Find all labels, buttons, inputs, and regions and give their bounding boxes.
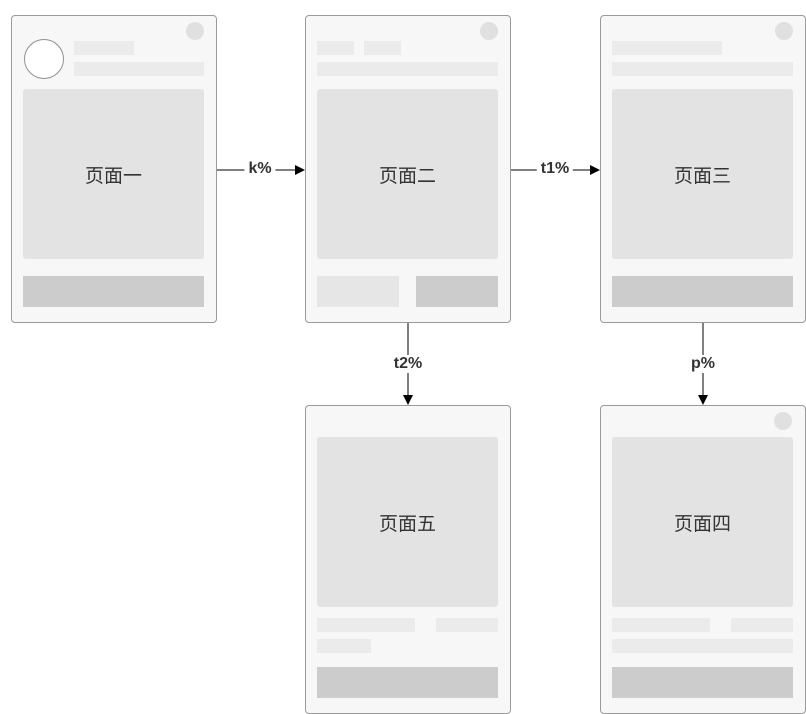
page-two-card: 页面二 — [305, 15, 511, 323]
page-five-card: 页面五 — [305, 405, 511, 714]
edge-label-k: k% — [244, 160, 276, 178]
page-three-card: 页面三 — [600, 15, 806, 323]
title-placeholder — [74, 41, 134, 55]
page-five-content: 页面五 — [317, 437, 498, 607]
text-placeholder — [317, 639, 371, 653]
page-two-label: 页面二 — [378, 164, 436, 187]
tab-placeholder — [364, 41, 401, 55]
page-one-button — [23, 276, 204, 307]
page-three-button — [612, 276, 793, 307]
page-three-label: 页面三 — [673, 164, 731, 187]
edge-label-t1: t1% — [536, 160, 574, 178]
page-one-label: 页面一 — [84, 164, 142, 187]
page-four-label: 页面四 — [673, 512, 731, 535]
text-placeholder — [612, 618, 710, 632]
edge-label-t2: t2% — [389, 355, 427, 373]
text-placeholder — [317, 618, 415, 632]
status-dot-icon — [774, 412, 792, 430]
page-four-card: 页面四 — [600, 405, 806, 714]
page-four-content: 页面四 — [612, 437, 793, 607]
subtitle-placeholder — [612, 62, 793, 76]
avatar-icon — [24, 39, 64, 79]
page-two-content: 页面二 — [317, 89, 498, 259]
status-dot-icon — [186, 22, 204, 40]
page-two-secondary-button — [317, 276, 399, 307]
page-three-content: 页面三 — [612, 89, 793, 259]
page-five-button — [317, 667, 498, 698]
tab-placeholder — [317, 41, 354, 55]
text-placeholder — [436, 618, 498, 632]
text-placeholder — [612, 639, 793, 653]
page-one-card: 页面一 — [11, 15, 217, 323]
page-four-button — [612, 667, 793, 698]
subtitle-placeholder — [74, 62, 204, 76]
page-two-primary-button — [416, 276, 498, 307]
text-placeholder — [731, 618, 793, 632]
page-five-label: 页面五 — [378, 512, 436, 535]
status-dot-icon — [480, 22, 498, 40]
subtitle-placeholder — [317, 62, 498, 76]
edge-label-p: p% — [687, 355, 719, 373]
page-one-content: 页面一 — [23, 89, 204, 259]
title-placeholder — [612, 41, 722, 55]
status-dot-icon — [775, 22, 793, 40]
